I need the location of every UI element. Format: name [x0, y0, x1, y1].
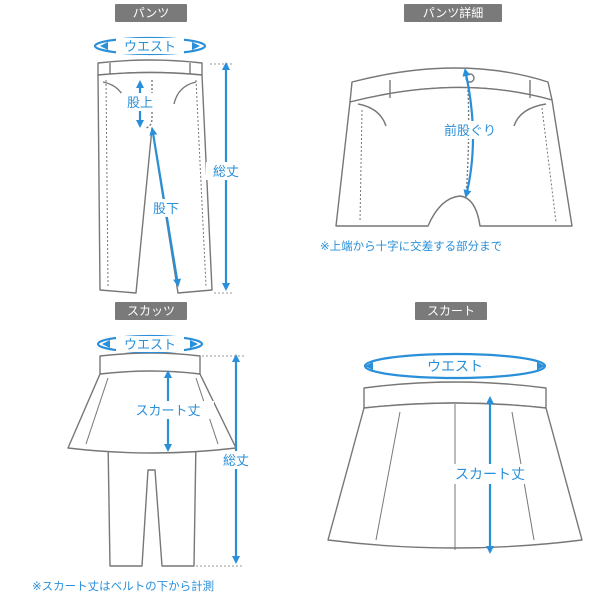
pants-waist-label: ウエスト: [124, 40, 176, 55]
pants-inseam-label-bg: [147, 199, 185, 217]
skirt-pants-skirt-length-label-bg: [122, 401, 214, 419]
skirt-pants-waist-label-bg: [116, 336, 184, 352]
pants-detail-note: ※上端から十字に交差する部分まで: [320, 239, 502, 253]
pants-detail-title-tag: パンツ詳細: [404, 4, 502, 22]
pants-rise-label: 股上: [127, 96, 153, 111]
pants-waist-label-bg: [116, 38, 184, 54]
pants-rise-label-bg: [121, 93, 159, 111]
skirt-pants-skirt-length-label: スカート丈: [135, 404, 200, 419]
skirt-pants-waist-arrow-left: [102, 340, 110, 348]
skirt-pants-note: ※スカート丈はベルトの下から計測: [32, 579, 214, 593]
skirt-pants-waist-label: ウエスト: [124, 338, 176, 353]
pants-front-rise-label: 前股ぐり: [444, 123, 496, 139]
skirt-length-label: スカート丈: [455, 467, 525, 483]
skirt-waist-arrow-left: [365, 362, 373, 370]
skirt-waist-label: ウエスト: [427, 359, 483, 375]
skirt-pants-length-label: 総丈: [223, 454, 249, 469]
pants-front-rise-label-bg: [436, 121, 504, 139]
skirt-pants-waist-arrow-right: [190, 340, 198, 348]
skirt-waist-label-bg: [416, 358, 494, 374]
pants-waist-arrow-right: [192, 42, 200, 50]
pants-length-label: 総丈: [213, 165, 239, 180]
pants-waist-arrow-left: [100, 42, 108, 50]
pants-length-label-bg: [206, 162, 246, 180]
pants-detail-illustration: [335, 67, 573, 227]
skirt-pants-illustration: [67, 352, 237, 567]
pants-title-tag: パンツ: [115, 4, 187, 22]
skirt-length-label-bg: [442, 464, 538, 484]
skirt-pants-title-tag: スカッツ: [115, 302, 187, 320]
pants-inseam-label: 股下: [153, 202, 179, 217]
skirt-pants-length-label-bg: [216, 451, 256, 469]
skirt-title-tag: スカート: [415, 302, 487, 320]
skirt-waist-arrow-right: [537, 362, 545, 370]
